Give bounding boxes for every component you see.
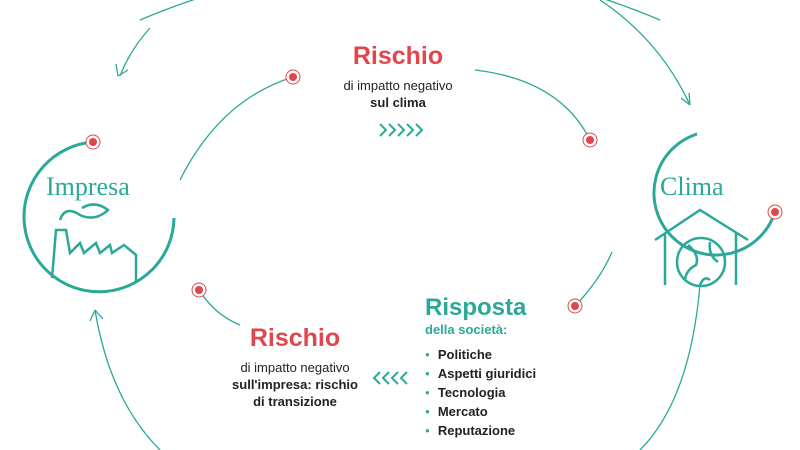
company-label: Impresa — [46, 172, 130, 201]
inner-arc-top-left — [179, 76, 294, 181]
inner-arc-top-right — [474, 69, 591, 141]
bottom-risk-line1: di impatto negativo — [240, 360, 350, 375]
list-item: Reputazione — [425, 421, 536, 440]
chevrons-right-icon — [379, 123, 424, 137]
response-list: Politiche Aspetti giuridici Tecnologia M… — [425, 345, 536, 440]
list-item: Politiche — [425, 345, 536, 364]
outer-arc-top — [139, 0, 661, 21]
climate-label: Clima — [660, 172, 724, 201]
top-risk-line1: di impatto negativo — [343, 78, 453, 93]
bottom-risk-line3: di transizione — [253, 394, 337, 409]
climate-circle — [652, 132, 777, 257]
inner-arc-bottom-right — [574, 251, 613, 307]
arrow-top-left — [119, 27, 151, 77]
outer-arc-bottom-left — [94, 309, 161, 450]
bottom-risk: Rischio di impatto negativo sull'impresa… — [210, 324, 380, 410]
company-circle — [22, 140, 176, 294]
society-response: Risposta della società: Politiche Aspett… — [425, 294, 536, 440]
house-globe-icon — [654, 208, 749, 288]
bottom-risk-title: Rischio — [249, 324, 341, 352]
response-title: Risposta — [425, 294, 527, 321]
factory-icon — [50, 203, 138, 282]
response-subtitle: della società: — [425, 322, 508, 337]
list-item: Aspetti giuridici — [425, 364, 536, 383]
bottom-risk-line2: sull'impresa: rischio — [232, 377, 358, 392]
arrow-top-right — [599, 0, 691, 106]
inner-arc-bottom-left — [198, 289, 241, 326]
top-risk-title: Rischio — [352, 42, 444, 70]
chevrons-left-icon — [372, 371, 408, 385]
outer-arc-bottom-right — [639, 284, 701, 450]
top-risk: Rischio di impatto negativo sul clima — [318, 42, 478, 111]
list-item: Tecnologia — [425, 383, 536, 402]
red-markers — [85, 69, 783, 314]
list-item: Mercato — [425, 402, 536, 421]
top-risk-line2: sul clima — [370, 95, 426, 110]
